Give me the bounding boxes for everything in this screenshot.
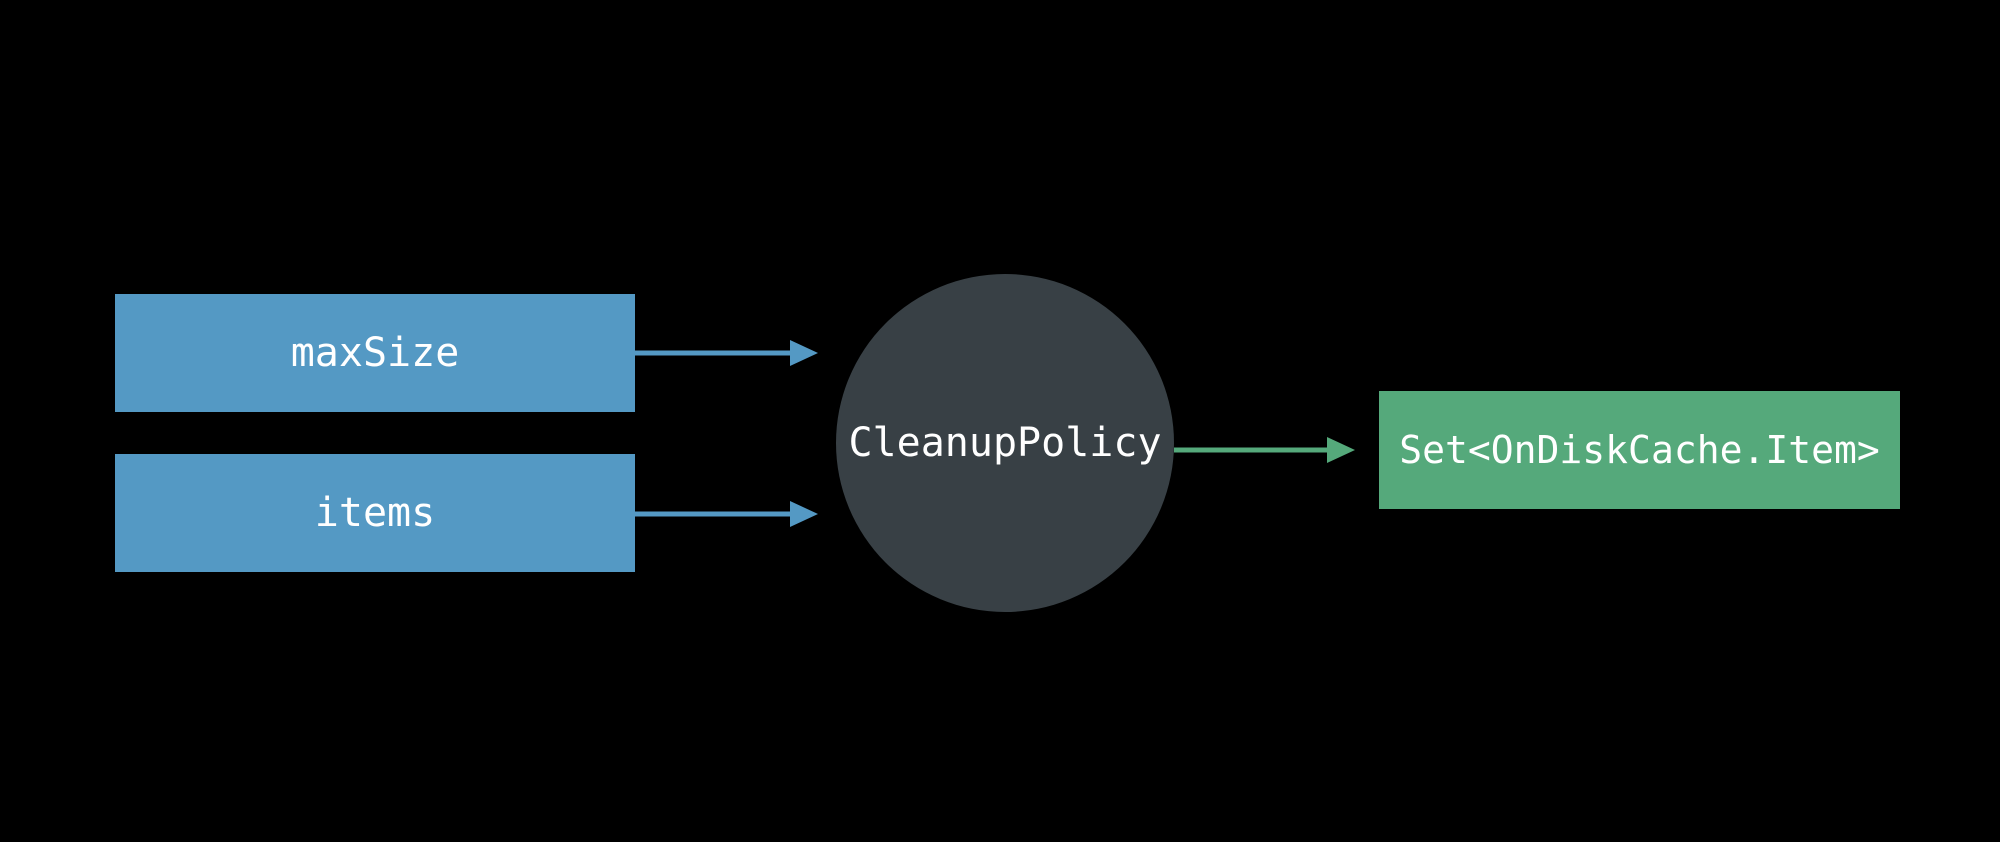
input-label-maxsize: maxSize [290, 330, 460, 376]
arrow-head [790, 501, 818, 527]
input-box-maxsize: maxSize [115, 294, 635, 412]
arrow-policy-to-output [1174, 437, 1355, 463]
arrow-head [1327, 437, 1355, 463]
input-box-items: items [115, 454, 635, 572]
arrow-items-to-policy [635, 501, 818, 527]
input-label-items: items [314, 490, 436, 536]
arrow-maxsize-to-policy [635, 340, 818, 366]
arrow-head [790, 340, 818, 366]
output-label: Set<OnDiskCache.Item> [1399, 428, 1880, 472]
policy-label: CleanupPolicy [848, 420, 1162, 466]
output-box: Set<OnDiskCache.Item> [1379, 391, 1900, 509]
cleanup-policy-node: CleanupPolicy [836, 274, 1174, 612]
